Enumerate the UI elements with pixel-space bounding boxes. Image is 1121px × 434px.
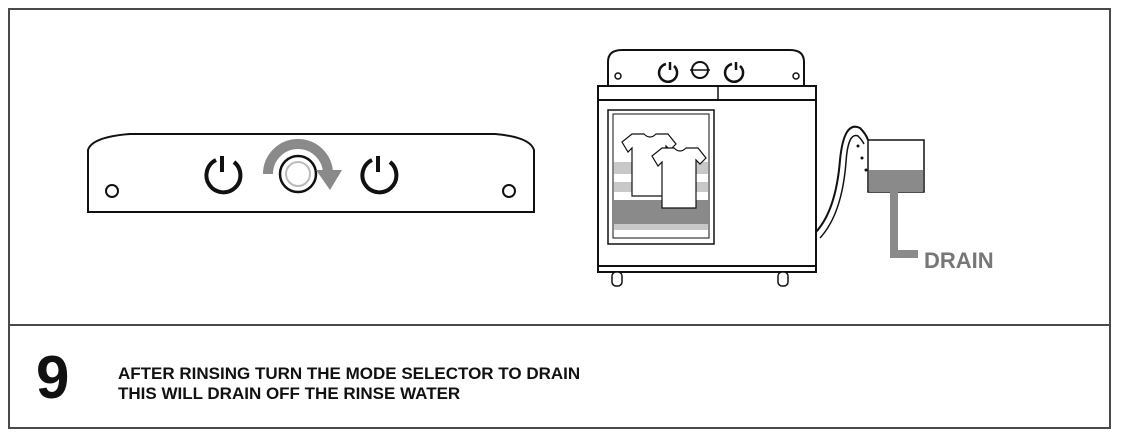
instruction-frame: DRAIN 9 AFTER RINSING TURN THE MODE SELE…: [8, 8, 1111, 429]
step-number: 9: [36, 344, 70, 411]
rotate-clockwise-arrow-icon: [263, 139, 342, 190]
drain-label: DRAIN: [924, 248, 994, 273]
instruction-line-1: AFTER RINSING TURN THE MODE SELECTOR TO …: [118, 364, 581, 383]
drain-hose: [815, 125, 871, 239]
panel-screw-left: [105, 184, 119, 198]
illustration-panel: DRAIN: [87, 49, 994, 287]
panel-screw-right: [502, 184, 516, 198]
drain-bucket: [867, 139, 925, 258]
section-divider: [10, 324, 1109, 326]
control-panel: [87, 133, 535, 213]
step-instruction: AFTER RINSING TURN THE MODE SELECTOR TO …: [118, 364, 580, 404]
instruction-line-2: THIS WILL DRAIN OFF THE RINSE WATER: [118, 384, 461, 403]
washing-machine: [597, 49, 817, 287]
spin-timer-knob: [360, 156, 399, 195]
wash-timer-knob: [204, 156, 243, 195]
mode-selector-knob: [278, 154, 318, 194]
